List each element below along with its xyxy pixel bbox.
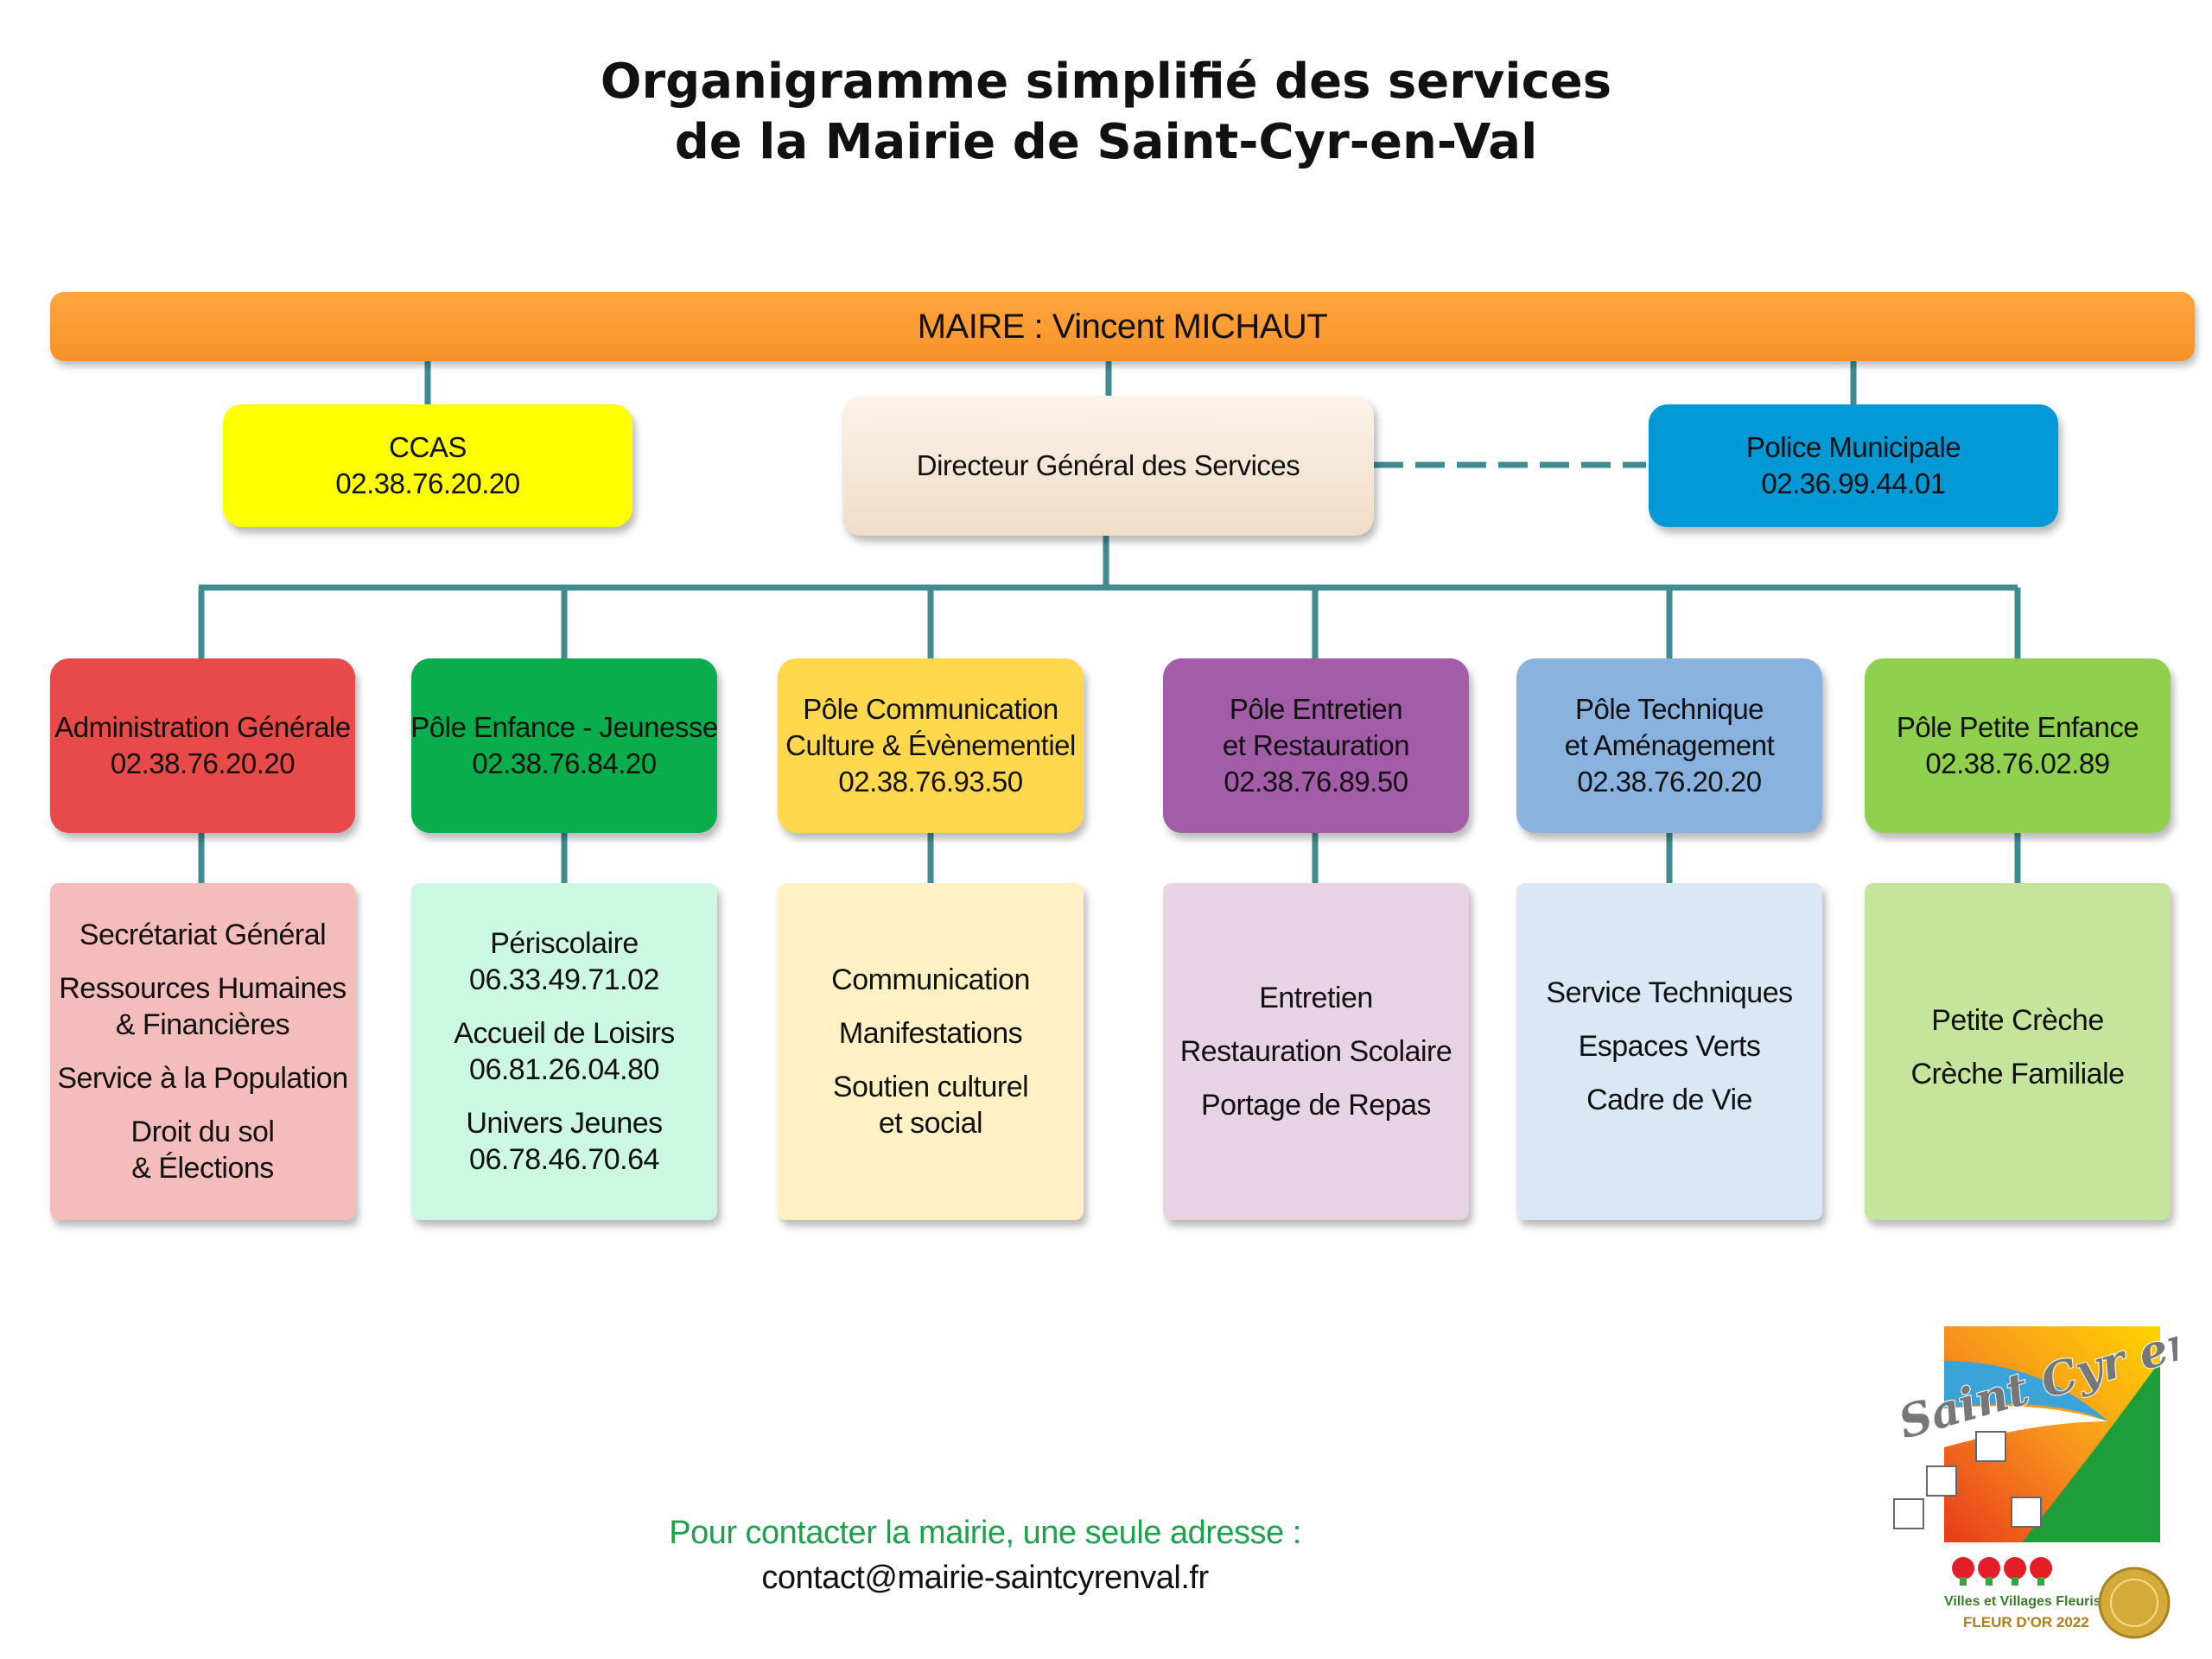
pole-petite-title: Pôle Petite Enfance <box>1896 711 2139 743</box>
pole-petite-phone: 02.38.76.02.89 <box>1925 747 2110 779</box>
service-manifestations: Manifestations <box>838 1017 1023 1050</box>
ccas-box: CCAS 02.38.76.20.20 <box>223 404 632 527</box>
police-phone: 02.36.99.44.01 <box>1761 467 1946 499</box>
contact-email[interactable]: contact@mairie-saintcyrenval.fr <box>761 1560 1209 1596</box>
page-title: Organigramme simplifié des services de l… <box>0 52 2212 173</box>
service-univers-jeunes-phone: 06.78.46.70.64 <box>469 1143 659 1176</box>
dgs-name: Directeur Général des Services <box>916 449 1300 481</box>
pole-entretien-title-1: Pôle Entretien <box>1229 693 1403 725</box>
logo-fleur-label: FLEUR D'OR 2022 <box>1963 1614 2089 1630</box>
contact-block: Pour contacter la mairie, une seule adre… <box>553 1510 1417 1600</box>
service-population: Service à la Population <box>57 1062 348 1095</box>
service-restauration: Restauration Scolaire <box>1179 1035 1452 1068</box>
service-cadre-vie: Cadre de Vie <box>1586 1084 1752 1116</box>
service-periscolaire-phone: 06.33.49.71.02 <box>469 963 659 996</box>
pole-communication: Pôle Communication Culture & Évènementie… <box>778 658 1084 833</box>
mayor-bar: MAIRE : Vincent MICHAUT <box>50 292 2195 361</box>
pole-enfance-title: Pôle Enfance - Jeunesse <box>410 711 718 743</box>
service-droit-sol-2: & Élections <box>131 1152 274 1185</box>
pole-enfance-phone: 02.38.76.84.20 <box>472 747 657 779</box>
pole-admin-title: Administration Générale <box>54 711 351 743</box>
title-line-2: de la Mairie de Saint-Cyr-en-Val <box>674 114 1538 170</box>
services-tech: Service Techniques Espaces Verts Cadre d… <box>1516 883 1822 1220</box>
pole-comm-phone: 02.38.76.93.50 <box>838 766 1023 798</box>
service-rh-1: Ressources Humaines <box>59 972 346 1005</box>
service-droit-sol-1: Droit du sol <box>130 1116 275 1148</box>
pole-entretien-title-2: et Restauration <box>1222 729 1410 761</box>
service-soutien-2: et social <box>878 1107 983 1140</box>
contact-intro: Pour contacter la mairie, une seule adre… <box>669 1515 1301 1551</box>
pole-enfance-jeunesse: Pôle Enfance - Jeunesse 02.38.76.84.20 <box>410 658 718 833</box>
services-enfance: Périscolaire 06.33.49.71.02 Accueil de L… <box>411 883 717 1220</box>
service-accueil-loisirs-phone: 06.81.26.04.80 <box>469 1053 659 1086</box>
pole-entretien: Pôle Entretien et Restauration 02.38.76.… <box>1163 658 1469 833</box>
services-petite: Petite Crèche Crèche Familiale <box>1865 883 2171 1220</box>
fleur-or-medal-icon <box>2098 1567 2171 1639</box>
flower-icons <box>1952 1557 2052 1580</box>
pole-tech-title-2: et Aménagement <box>1564 729 1775 761</box>
pole-tech-title-1: Pôle Technique <box>1574 693 1764 725</box>
service-accueil-loisirs: Accueil de Loisirs <box>454 1017 675 1050</box>
service-techniques: Service Techniques <box>1546 976 1793 1009</box>
pole-admin-phone: 02.38.76.20.20 <box>110 747 296 779</box>
pole-comm-title-1: Pôle Communication <box>803 693 1058 725</box>
service-entretien: Entretien <box>1259 982 1373 1014</box>
saint-cyr-en-val-logo: Saint Cyr en Val Villes et Villages Fleu… <box>1892 1326 2177 1639</box>
logo-villes-label: Villes et Villages Fleuris <box>1944 1594 2101 1609</box>
pole-entretien-phone: 02.38.76.89.50 <box>1224 766 1408 798</box>
service-secretariat: Secrétariat Général <box>79 918 327 951</box>
pole-technique: Pôle Technique et Aménagement 02.38.76.2… <box>1516 658 1822 833</box>
services-entretien: Entretien Restauration Scolaire Portage … <box>1163 883 1469 1220</box>
pole-petite-enfance: Pôle Petite Enfance 02.38.76.02.89 <box>1865 658 2171 833</box>
ccas-name: CCAS <box>389 431 467 463</box>
service-petite-creche: Petite Crèche <box>1931 1004 2104 1037</box>
service-univers-jeunes: Univers Jeunes <box>466 1107 663 1140</box>
service-rh-2: & Financières <box>115 1008 290 1041</box>
pole-admin: Administration Générale 02.38.76.20.20 <box>50 658 355 833</box>
police-box: Police Municipale 02.36.99.44.01 <box>1649 404 2058 527</box>
dgs-box: Directeur Général des Services <box>842 396 1374 536</box>
service-espaces-verts: Espaces Verts <box>1578 1030 1761 1063</box>
police-name: Police Municipale <box>1745 431 1961 463</box>
ccas-phone: 02.38.76.20.20 <box>335 467 520 499</box>
service-portage-repas: Portage de Repas <box>1200 1089 1432 1122</box>
service-periscolaire: Périscolaire <box>490 927 639 960</box>
pole-comm-title-2: Culture & Évènementiel <box>785 729 1076 761</box>
service-creche-familiale: Crèche Familiale <box>1910 1058 2125 1090</box>
title-line-1: Organigramme simplifié des services <box>600 54 1612 110</box>
services-admin: Secrétariat Général Ressources Humaines … <box>50 883 355 1220</box>
services-comm: Communication Manifestations Soutien cul… <box>778 883 1084 1220</box>
pole-tech-phone: 02.38.76.20.20 <box>1577 766 1762 798</box>
service-soutien-1: Soutien culturel <box>832 1071 1029 1103</box>
service-communication: Communication <box>831 963 1030 996</box>
